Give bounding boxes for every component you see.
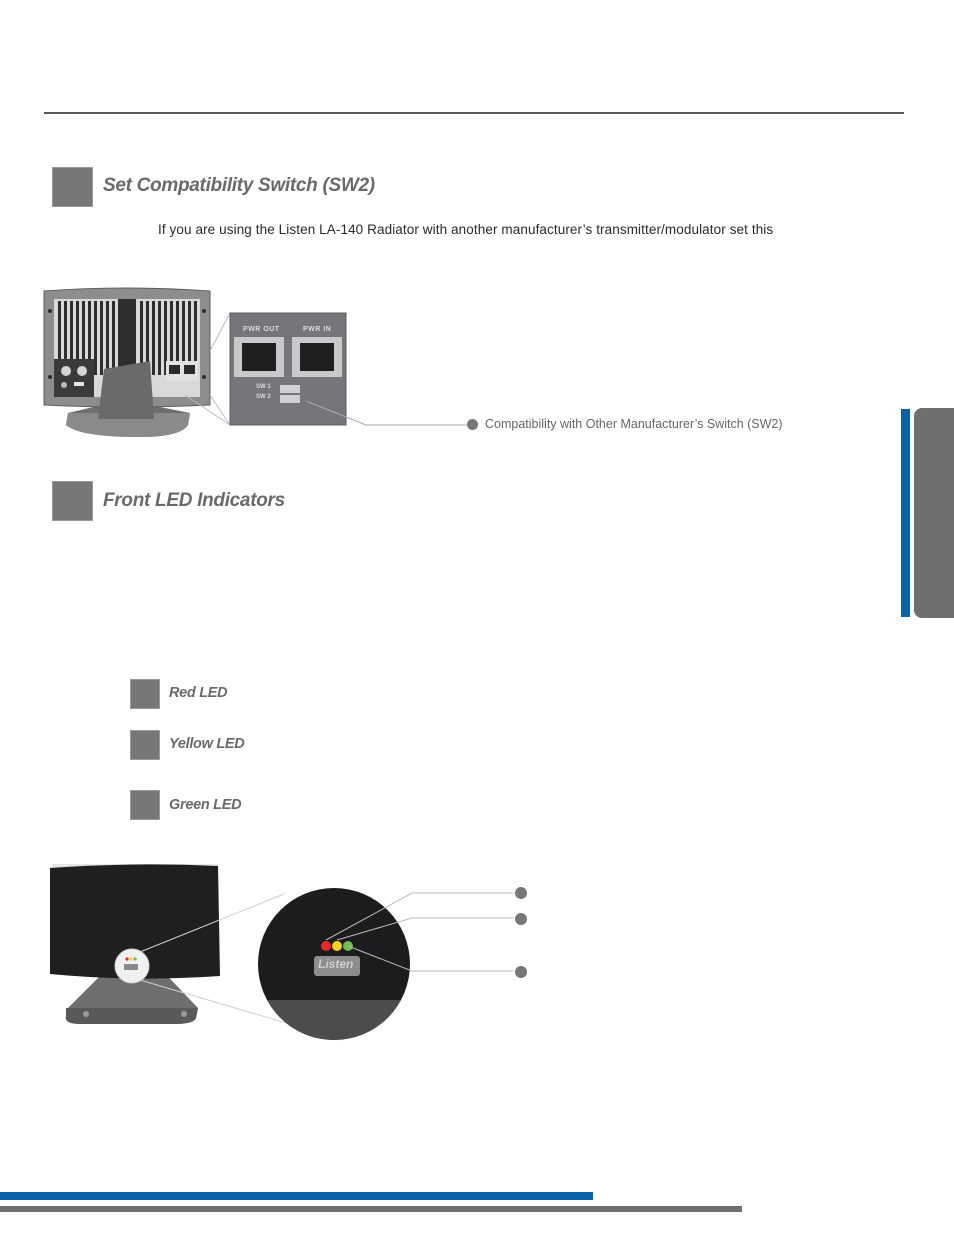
footer-accent-bar [0, 1192, 593, 1200]
yellow-callout-dot-icon [515, 913, 527, 925]
red-led-label: Red LED [169, 685, 228, 701]
sw2-switch-icon [280, 395, 300, 403]
pwr-out-port-icon [242, 343, 276, 371]
red-led-icon [321, 941, 331, 951]
section-heading-compatibility: Set Compatibility Switch (SW2) [103, 175, 375, 196]
section-step-marker [52, 167, 93, 207]
footer-gray-bar [0, 1206, 742, 1212]
bnc-connector-icon [61, 366, 71, 376]
pwr-in-label: PWR IN [303, 326, 332, 333]
compatibility-instructions: If you are using the Listen LA-140 Radia… [158, 222, 774, 237]
led-marker-green [130, 790, 160, 820]
sw1-label: SW 1 [256, 384, 271, 390]
yellow-led-icon [332, 941, 342, 951]
section-step-marker [52, 481, 93, 521]
green-callout-dot-icon [515, 966, 527, 978]
led-marker-red [130, 679, 160, 709]
sw2-callout-label: Compatibility with Other Manufacturer’s … [485, 417, 783, 431]
red-callout-dot-icon [515, 887, 527, 899]
listen-logo-badge [314, 956, 360, 976]
led-marker-yellow [130, 730, 160, 760]
pwr-in-port-icon [300, 343, 334, 371]
front-panel-illustration [50, 864, 527, 1041]
listen-logo-text: Listen [318, 957, 354, 971]
green-led-label: Green LED [169, 797, 242, 813]
section-heading-front-led: Front LED Indicators [103, 490, 285, 511]
sw2-label: SW 2 [256, 394, 271, 400]
heat-sink-fins [58, 301, 197, 375]
pwr-out-label: PWR OUT [243, 326, 280, 333]
side-section-tab [914, 408, 954, 618]
callout-dot-icon [467, 419, 478, 430]
top-divider [44, 112, 904, 114]
side-accent-bar [901, 409, 910, 617]
rear-panel-illustration [43, 287, 472, 437]
yellow-led-label: Yellow LED [169, 736, 245, 752]
